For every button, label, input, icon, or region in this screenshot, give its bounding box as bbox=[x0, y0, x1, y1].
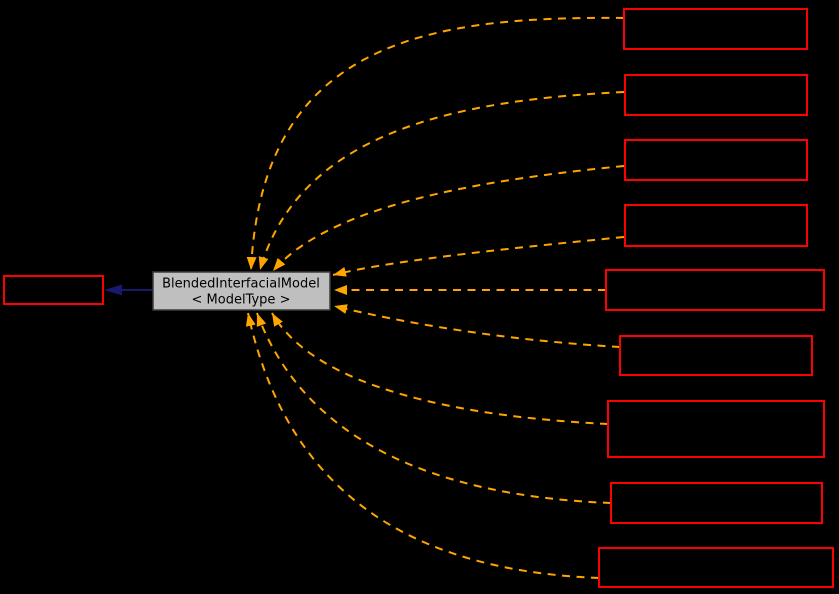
related-class-node-7[interactable] bbox=[607, 400, 825, 458]
related-class-node-5[interactable] bbox=[605, 269, 825, 311]
usage-edge-1 bbox=[246, 16, 625, 271]
related-class-node-8[interactable] bbox=[610, 482, 823, 524]
related-class-node-6[interactable] bbox=[619, 335, 813, 376]
related-class-node-4[interactable] bbox=[624, 204, 808, 247]
main-node-label-line2: < ModelType > bbox=[192, 293, 291, 308]
inheritance-edge bbox=[104, 284, 153, 296]
related-class-node-9[interactable] bbox=[598, 547, 834, 588]
related-class-node-1[interactable] bbox=[623, 8, 808, 50]
blended-interfacial-model-node[interactable]: BlendedInterfacialModel < ModelType > bbox=[152, 271, 331, 311]
usage-edge-6 bbox=[333, 304, 621, 348]
inheritance-arrowhead-icon bbox=[104, 284, 122, 296]
usage-edge-8 bbox=[256, 312, 612, 504]
usage-edge-3 bbox=[272, 165, 625, 272]
related-class-node-3[interactable] bbox=[624, 139, 808, 181]
usage-edge-2 bbox=[258, 91, 625, 271]
main-node-box[interactable] bbox=[152, 271, 331, 311]
main-node-label-line1: BlendedInterfacialModel bbox=[162, 277, 320, 292]
related-class-node-2[interactable] bbox=[624, 74, 808, 116]
usage-edge-4 bbox=[332, 236, 625, 277]
usage-edges bbox=[245, 16, 625, 579]
base-class-node[interactable] bbox=[3, 275, 104, 305]
usage-edge-7 bbox=[271, 312, 609, 425]
